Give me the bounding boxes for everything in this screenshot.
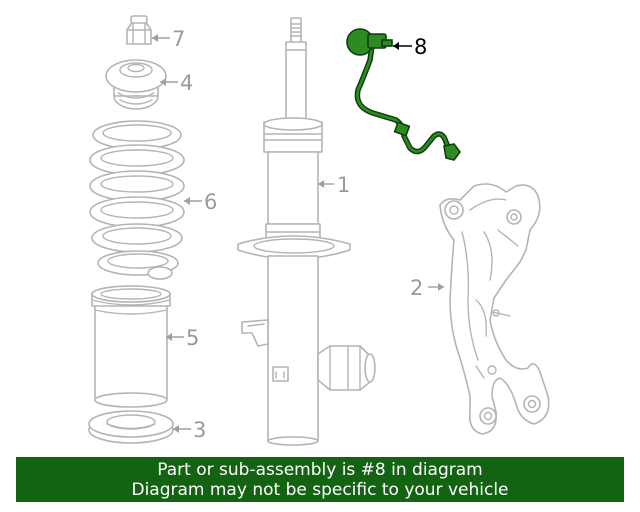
callout-8-label: 8 bbox=[414, 35, 427, 59]
part-3-spring-isolator[interactable] bbox=[88, 410, 174, 444]
callout-1: 1 bbox=[318, 173, 350, 197]
callout-4-label: 4 bbox=[180, 71, 193, 95]
callout-3-label: 3 bbox=[193, 418, 206, 442]
callout-8: 8 bbox=[393, 35, 427, 59]
part-5-dust-boot[interactable] bbox=[91, 285, 171, 408]
part-1-strut-assembly[interactable] bbox=[237, 17, 376, 446]
callout-6: 6 bbox=[184, 190, 217, 214]
info-banner: Part or sub-assembly is #8 in diagram Di… bbox=[16, 457, 624, 502]
callout-2: 2 bbox=[410, 276, 444, 300]
callout-6-label: 6 bbox=[204, 190, 217, 214]
banner-line-1: Part or sub-assembly is #8 in diagram bbox=[157, 459, 483, 480]
part-6-coil-spring[interactable] bbox=[89, 120, 185, 280]
part-2-knuckle-arm[interactable] bbox=[439, 183, 550, 435]
callout-2-label: 2 bbox=[410, 276, 423, 300]
callout-3: 3 bbox=[173, 418, 206, 442]
callout-7: 7 bbox=[152, 27, 185, 51]
callout-5: 5 bbox=[166, 326, 199, 350]
callout-4: 4 bbox=[160, 71, 193, 95]
part-7-nut[interactable] bbox=[126, 15, 152, 45]
part-8-brake-hose[interactable] bbox=[346, 28, 461, 161]
callout-5-label: 5 bbox=[186, 326, 199, 350]
banner-line-2: Diagram may not be specific to your vehi… bbox=[131, 479, 509, 500]
callout-7-label: 7 bbox=[172, 27, 185, 51]
callout-1-label: 1 bbox=[337, 173, 350, 197]
part-4-strut-mount[interactable] bbox=[105, 59, 167, 110]
